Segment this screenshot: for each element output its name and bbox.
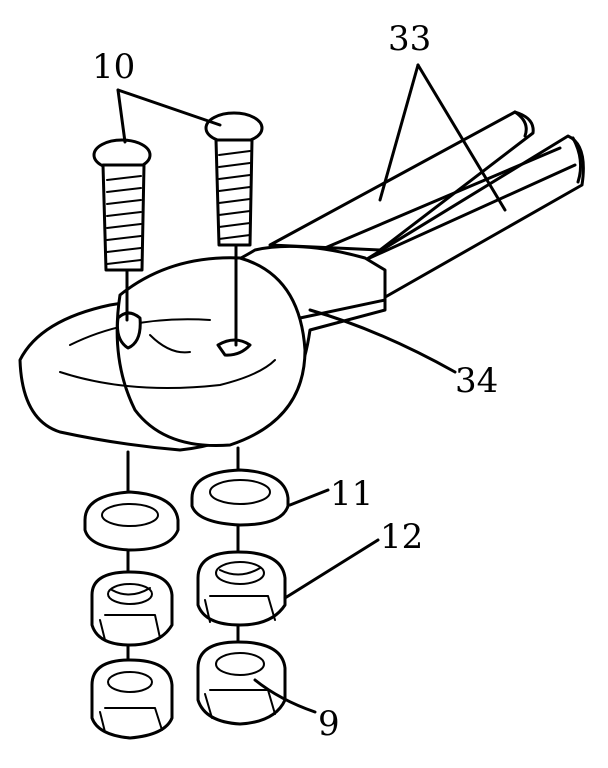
label-screws: 10 bbox=[92, 47, 135, 87]
label-nut: 12 bbox=[380, 517, 423, 557]
washer-right bbox=[190, 468, 290, 527]
cap-nut-right bbox=[196, 640, 287, 726]
bolt-right bbox=[204, 111, 264, 347]
label-cap-nut: 9 bbox=[318, 704, 340, 744]
cap-nut-left bbox=[90, 658, 174, 740]
washer-left bbox=[83, 490, 180, 552]
hex-nut-right bbox=[196, 550, 287, 627]
arm-body bbox=[18, 244, 387, 452]
label-rods: 33 bbox=[388, 19, 431, 59]
label-arm: 34 bbox=[455, 361, 498, 401]
hex-nut-left bbox=[90, 570, 174, 647]
leader-lines bbox=[116, 63, 507, 714]
bolt-left bbox=[92, 138, 152, 322]
label-washer: 11 bbox=[330, 474, 373, 514]
